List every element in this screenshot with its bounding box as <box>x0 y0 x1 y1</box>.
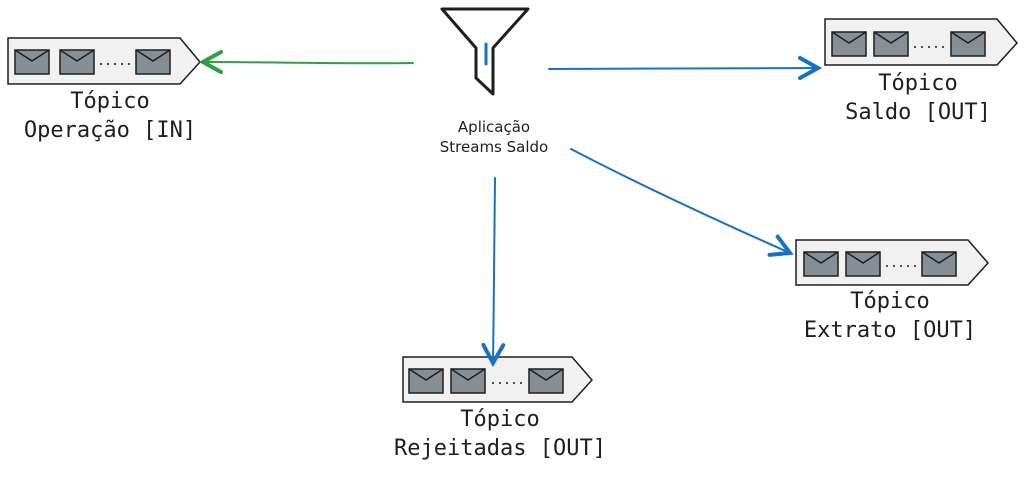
topic-queue-saldo <box>824 18 1018 66</box>
app-label-line1: Aplicação <box>457 118 531 136</box>
envelope-icon <box>803 251 839 277</box>
envelope-icon <box>950 31 986 57</box>
envelope-icon <box>14 49 50 75</box>
topic-queue-rejeitadas <box>402 356 594 403</box>
topic-queue-extrato <box>795 239 990 286</box>
topic-label-saldo: Tópico Saldo [OUT] <box>818 70 1018 127</box>
app-label-line2: Streams Saldo <box>439 137 549 156</box>
topic-extrato-line2: Extrato [OUT] <box>803 317 977 343</box>
arrow-app-to-in <box>203 62 414 63</box>
topic-queue-in <box>7 37 201 85</box>
envelope-icon <box>528 368 564 394</box>
topic-saldo-line1: Tópico <box>878 71 958 96</box>
topic-label-rejeitadas: Tópico Rejeitadas [OUT] <box>370 406 630 463</box>
topic-saldo-line2: Saldo [OUT] <box>845 99 991 125</box>
envelope-icon <box>135 49 171 75</box>
arrow-app-to-rejeitadas <box>493 177 495 363</box>
topic-label-in: Tópico Operação [IN] <box>0 88 220 145</box>
envelope-icon <box>831 31 867 57</box>
envelope-icon <box>450 368 486 394</box>
envelope-icon <box>921 251 957 277</box>
envelope-icon <box>408 368 444 394</box>
topic-label-extrato: Tópico Extrato [OUT] <box>780 288 1000 345</box>
topic-rejeitadas-line2: Rejeitadas [OUT] <box>394 435 606 461</box>
arrow-app-to-saldo <box>548 68 818 69</box>
envelope-icon <box>59 49 95 75</box>
envelope-icon <box>873 31 909 57</box>
topic-in-line2: Operação [IN] <box>23 117 197 143</box>
topic-in-line1: Tópico <box>70 89 150 114</box>
app-label: Aplicação Streams Saldo <box>410 118 578 157</box>
topic-extrato-line1: Tópico <box>850 289 930 314</box>
arrow-app-to-extrato <box>570 148 790 253</box>
filter-icon <box>440 7 530 96</box>
topic-rejeitadas-line1: Tópico <box>460 407 540 432</box>
envelope-icon <box>845 251 881 277</box>
